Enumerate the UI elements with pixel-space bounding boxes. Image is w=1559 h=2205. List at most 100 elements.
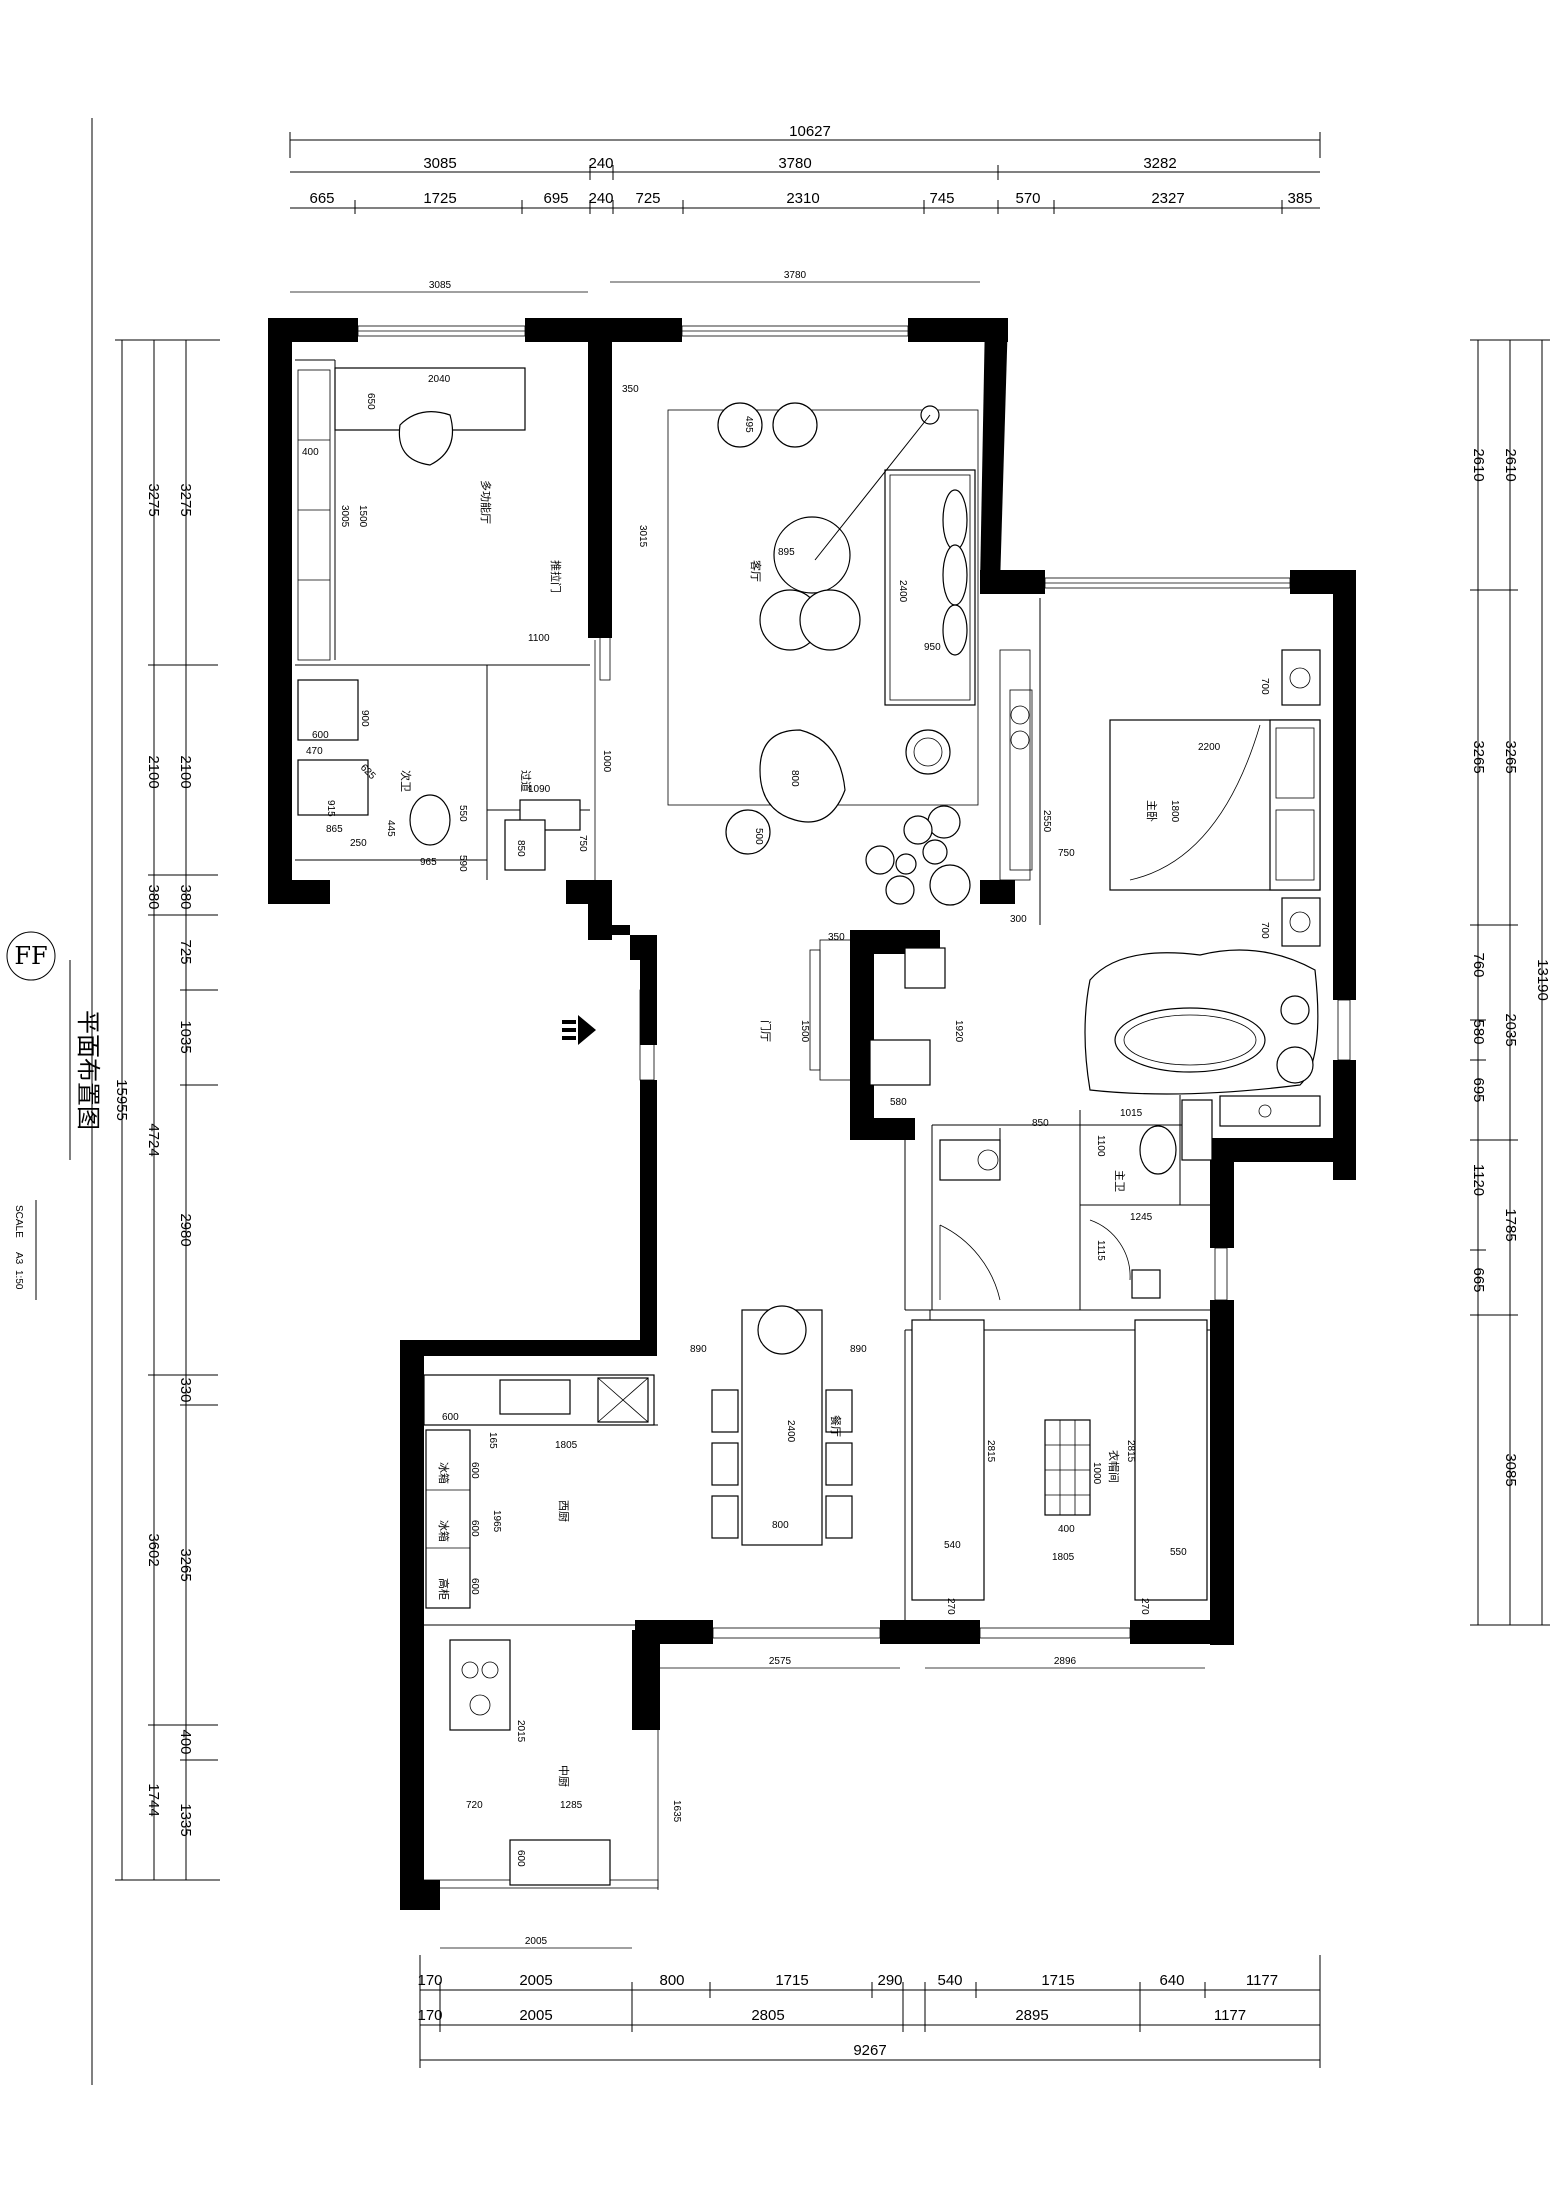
idim-850a: 850: [515, 840, 526, 857]
label-living: 客厅: [749, 560, 763, 582]
dim-right-i4: 580: [1470, 1019, 1487, 1044]
dim-right-m2: 3085: [1502, 1453, 1519, 1486]
dim-top-r2-5: 2310: [786, 190, 819, 207]
room-labels: 多功能厅 推拉门 次卫 过道 客厅 门厅 主卧 主卫 衣帽间 西厨 中厨 餐厅 …: [399, 480, 1158, 1787]
idim-890b: 890: [850, 1344, 867, 1355]
idim-2040: 2040: [428, 374, 451, 385]
idim-720: 720: [466, 1800, 483, 1811]
dim-top-r2-6: 745: [929, 190, 954, 207]
dim-right-m0: 3265: [1502, 740, 1519, 773]
dim-bot-r2-2: 2805: [751, 2007, 784, 2024]
dim-left-i1: 2100: [177, 755, 194, 788]
label-master-bath: 主卫: [1113, 1170, 1126, 1192]
label-fridge2: 冰箱: [437, 1520, 451, 1542]
dim-right-m1: 1785: [1502, 1208, 1519, 1241]
label-master-bed: 主卧: [1145, 800, 1158, 822]
dim-bot-r1-5: 540: [937, 1972, 962, 1989]
idim-2015: 2015: [515, 1720, 526, 1743]
idim-1805: 1805: [555, 1440, 578, 1451]
dim-right-i6: 2035: [1502, 1013, 1519, 1046]
dim-top-r2-4: 725: [635, 190, 660, 207]
label-washroom: 过道: [519, 770, 533, 792]
idim-600f3: 600: [469, 1578, 480, 1595]
idim-965: 965: [420, 857, 437, 868]
dim-left-i8: 400: [177, 1729, 194, 1754]
idim-1090: 1090: [528, 784, 551, 795]
dim-bot-r2-0: 170: [417, 2007, 442, 2024]
dim-top-r1-2: 3780: [778, 155, 811, 172]
dim-bot-r1-7: 640: [1159, 1972, 1184, 1989]
idim-1805b: 1805: [1052, 1552, 1075, 1563]
idim-2815b: 2815: [1125, 1440, 1136, 1463]
label-tall-cabinet: 高柜: [437, 1578, 451, 1600]
dim-left-m0: 3275: [145, 483, 162, 516]
idim-1920: 1920: [953, 1020, 964, 1043]
idim-650: 650: [365, 393, 376, 410]
label-fridge1: 冰箱: [437, 1462, 451, 1484]
dim-right-total: 13190: [1534, 959, 1551, 1001]
idim-270a: 270: [945, 1598, 956, 1615]
dim-room-w2: 3780: [784, 270, 807, 281]
title-block: FF 平面布置图 SCALE A3 1:50: [6, 118, 102, 2085]
dim-bot-total: 9267: [853, 2042, 886, 2059]
idim-700a: 700: [1259, 678, 1270, 695]
dim-bot-r1-4: 290: [877, 1972, 902, 1989]
dim-left-m3: 4724: [145, 1123, 162, 1156]
dim-right-i5: 695: [1470, 1077, 1487, 1102]
dim-right-i3: 760: [1470, 952, 1487, 977]
dim-bot-r1-3: 1715: [775, 1972, 808, 1989]
dim-left-i0: 3275: [177, 483, 194, 516]
label-multi-hall: 多功能厅: [479, 480, 493, 524]
label-dining: 餐厅: [829, 1415, 843, 1437]
dim-left-i6: 330: [177, 1377, 194, 1402]
idim-580: 580: [890, 1097, 907, 1108]
dim-bot-r2-3: 2895: [1015, 2007, 1048, 2024]
dim-left-m2: 380: [145, 884, 162, 909]
idim-1500b: 1500: [799, 1020, 810, 1043]
dim-left-outer: 15955: [113, 1079, 130, 1121]
idim-2400: 2400: [897, 580, 908, 603]
idim-850: 850: [1032, 1118, 1049, 1129]
idim-1000b: 1000: [1091, 1462, 1102, 1485]
idim-1000: 1000: [601, 750, 612, 773]
title-badge-circle: [6, 931, 56, 981]
dim-bot-r1-8: 1177: [1246, 1972, 1278, 1989]
idim-165: 165: [487, 1432, 498, 1449]
idim-1100b: 1100: [1095, 1135, 1106, 1157]
entry-arrow-icon: [562, 1015, 596, 1045]
idim-600f1: 600: [469, 1462, 480, 1479]
dim-right-i1: 2610: [1502, 448, 1519, 481]
idim-895: 895: [778, 547, 795, 558]
idim-550: 550: [457, 805, 468, 822]
idim-550b: 550: [1170, 1547, 1187, 1558]
idim-1965: 1965: [491, 1510, 502, 1533]
left-dimensions: 15955 3275 2100 380 4724 3602 1744 3275 …: [113, 339, 220, 1881]
dim-top-r2-9: 385: [1287, 190, 1312, 207]
dim-left-i9: 1335: [177, 1803, 194, 1836]
idim-750a: 750: [577, 835, 588, 852]
idim-2200: 2200: [1198, 742, 1221, 753]
dim-left-m1: 2100: [145, 755, 162, 788]
idim-2815a: 2815: [985, 1440, 996, 1463]
label-sliding-door: 推拉门: [549, 560, 563, 593]
dim-left-i5: 2980: [177, 1213, 194, 1246]
idim-495: 495: [743, 416, 754, 433]
dim-left-i7: 3265: [177, 1548, 194, 1581]
scale-ratio: 1:50: [13, 1270, 24, 1290]
dim-bot-r1-0: 170: [417, 1972, 442, 1989]
dim-room-w1: 3085: [429, 280, 452, 291]
idim-1115: 1115: [1095, 1240, 1106, 1261]
title-badge: FF: [14, 942, 47, 970]
idim-300: 300: [1010, 914, 1027, 925]
idim-900: 900: [359, 710, 370, 727]
scale-paper: A3: [13, 1252, 24, 1265]
dim-right-i7: 1120: [1470, 1164, 1487, 1196]
label-western-kitchen: 西厨: [557, 1500, 570, 1522]
bottom-dimensions: 170 2005 800 1715 290 540 1715 640 1177 …: [417, 1656, 1321, 2068]
idim-915: 915: [325, 800, 336, 817]
idim-800a: 800: [789, 770, 800, 787]
idim-1800: 1800: [1169, 800, 1180, 823]
idim-3015: 3015: [637, 525, 648, 548]
idim-750b: 750: [1058, 848, 1075, 859]
